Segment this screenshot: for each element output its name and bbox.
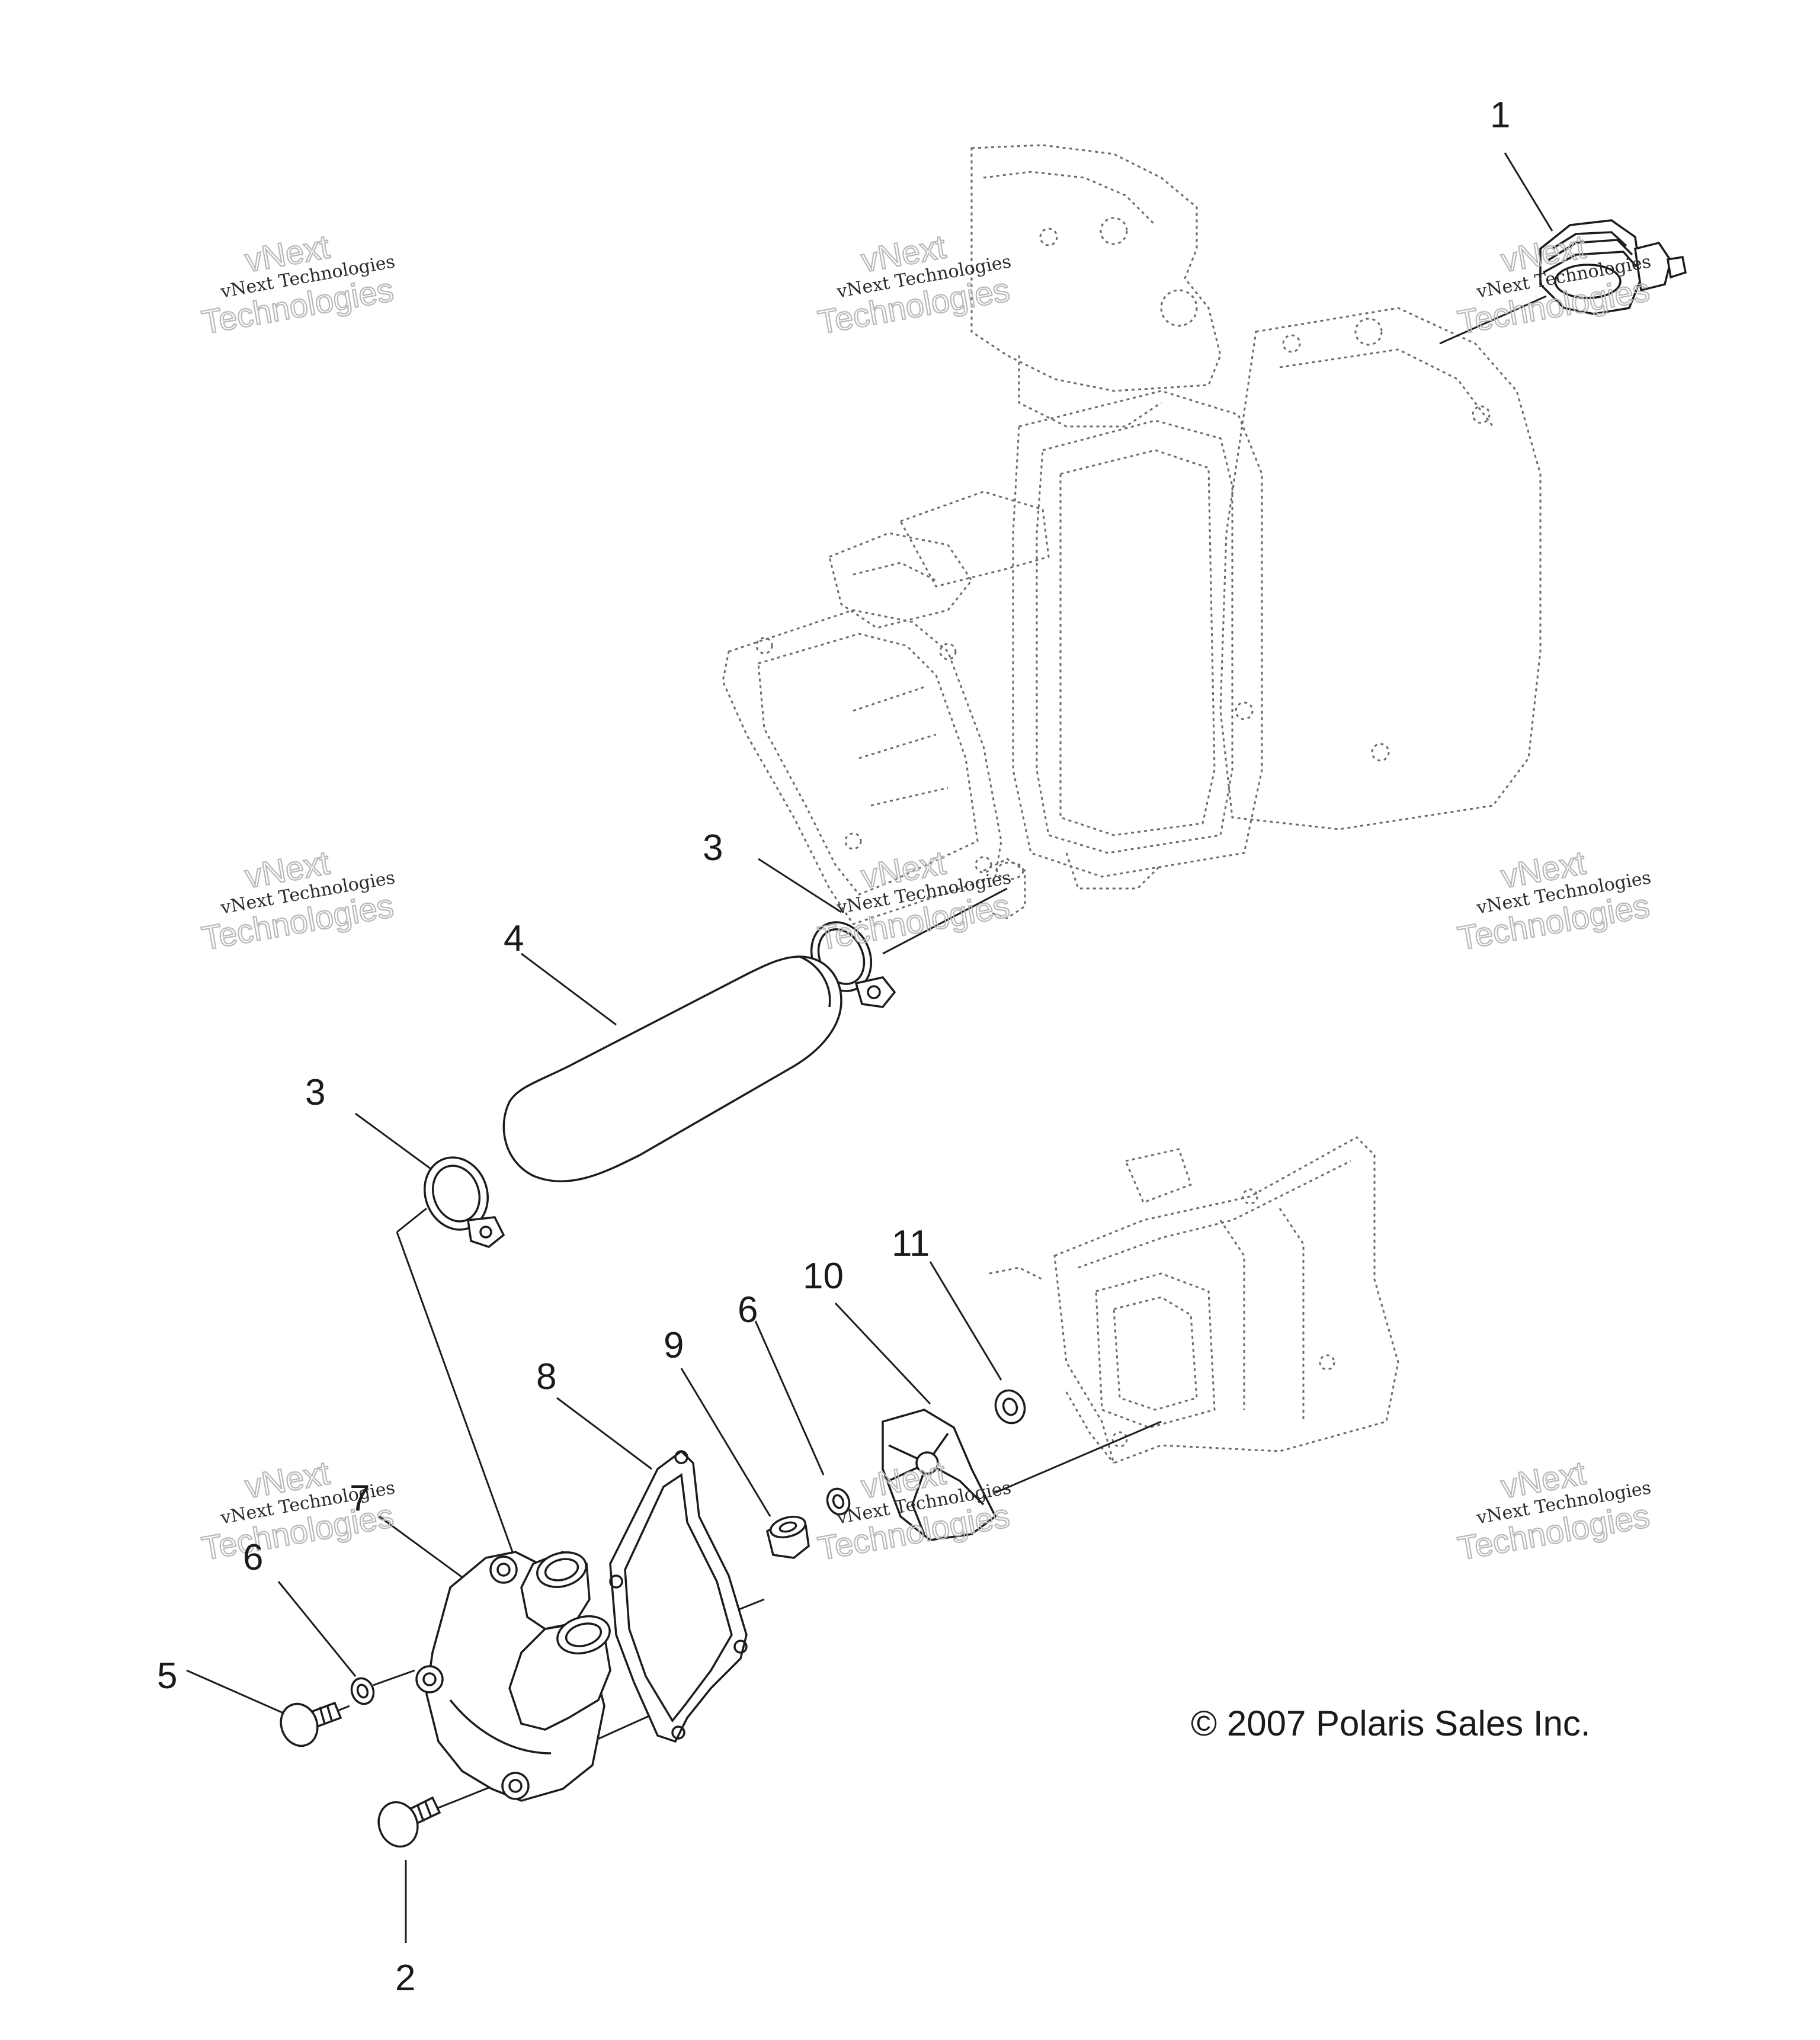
part-5-bolt: [280, 1701, 342, 1747]
callout-7: 7: [350, 1478, 370, 1519]
part-10-impeller: [882, 1409, 997, 1541]
part-8-gasket: [609, 1449, 748, 1743]
leader-lines: [186, 152, 1553, 1943]
copyright-notice: © 2007 Polaris Sales Inc.: [1191, 1704, 1591, 1743]
callout-5: 5: [157, 1656, 177, 1696]
part-2-bolt: [377, 1796, 441, 1848]
callout-4: 4: [504, 918, 524, 959]
part-3-hose-clamp-upper: [810, 921, 896, 1008]
part-6-o-ring-left: [350, 1677, 375, 1705]
part-3-hose-clamp-lower: [423, 1156, 505, 1248]
engine-cylinder-head-ghost: [722, 144, 1542, 925]
part-4-coolant-hose: [502, 955, 842, 1183]
callout-3-upper: 3: [703, 827, 723, 868]
callout-8: 8: [536, 1356, 556, 1397]
part-11-oil-seal: [994, 1389, 1026, 1425]
callout-11: 11: [892, 1223, 930, 1264]
callout-labels: 1 3 4 3 11 10 6 9 8 7 6 5 2: [157, 95, 1510, 1999]
callout-6-left: 6: [243, 1537, 263, 1578]
part-6-washer-right: [826, 1487, 851, 1516]
callout-3-lower: 3: [305, 1072, 325, 1113]
part-7-water-pump-housing: [415, 1551, 611, 1802]
crankcase-ghost: [989, 1136, 1399, 1464]
callout-6-right: 6: [738, 1290, 758, 1330]
part-1-thermostat: [1539, 219, 1687, 315]
callout-2: 2: [395, 1958, 415, 1999]
callout-9: 9: [664, 1325, 684, 1366]
part-9-mechanical-seal: [765, 1515, 810, 1559]
callout-10: 10: [803, 1256, 844, 1297]
callout-1: 1: [1490, 95, 1510, 136]
